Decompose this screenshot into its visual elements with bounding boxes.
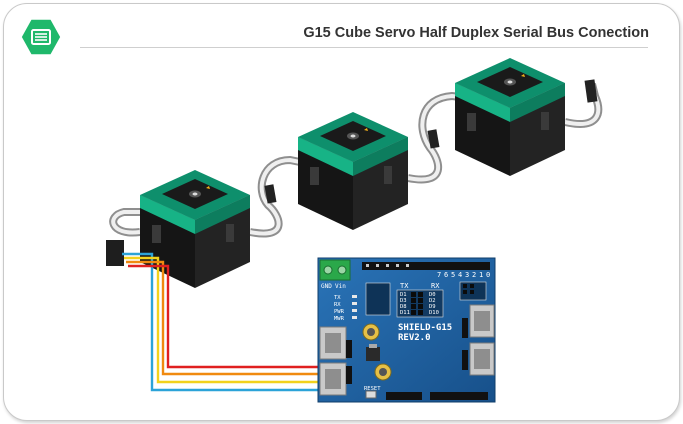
servo-cable-2-3 xyxy=(407,91,461,184)
header-number: 6 xyxy=(444,271,448,279)
header-number: 7 xyxy=(437,271,441,279)
led-label: TX xyxy=(334,295,341,301)
header-number: 3 xyxy=(465,271,469,279)
header-number: 4 xyxy=(458,271,462,279)
signal-wires xyxy=(122,252,322,392)
shield-board: 7 6 5 4 3 2 1 0 GND Vin TX RX PWR MWR TX… xyxy=(317,257,496,403)
vin-label: Vin xyxy=(335,283,346,290)
d-pin-label: D8 xyxy=(400,304,407,310)
servo-motor-1 xyxy=(140,170,250,288)
board-name: SHIELD-G15 xyxy=(398,323,452,333)
servo-motor-2 xyxy=(298,112,408,230)
led-label: RX xyxy=(334,302,341,308)
servo-cable-input xyxy=(106,208,141,266)
servo-motor-3 xyxy=(455,58,565,176)
servo-cable-end xyxy=(564,79,603,128)
header-number: 1 xyxy=(479,271,483,279)
gnd-label: GND xyxy=(321,283,332,290)
servo-cable-1-2 xyxy=(249,155,301,238)
led-label: PWR xyxy=(334,309,345,315)
reset-label: RESET xyxy=(364,386,381,392)
led-label: MWR xyxy=(334,316,345,322)
d-pin-label: D0 xyxy=(429,292,436,298)
d-pin-label: D10 xyxy=(429,310,439,316)
board-revision: REV2.0 xyxy=(398,333,431,343)
page-title: G15 Cube Servo Half Duplex Serial Bus Co… xyxy=(303,25,649,41)
d-pin-label: D11 xyxy=(400,310,410,316)
d-pin-label: D9 xyxy=(429,304,436,310)
d-pin-label: D2 xyxy=(429,298,436,304)
d-pin-label: D3 xyxy=(400,298,407,304)
tx-label: TX xyxy=(400,282,409,290)
header-number: 0 xyxy=(486,271,490,279)
header-number: 2 xyxy=(472,271,476,279)
header-number: 5 xyxy=(451,271,455,279)
rx-label: RX xyxy=(431,282,440,290)
d-pin-label: D1 xyxy=(400,292,407,298)
title-divider xyxy=(80,47,648,48)
logo-icon xyxy=(20,18,62,56)
